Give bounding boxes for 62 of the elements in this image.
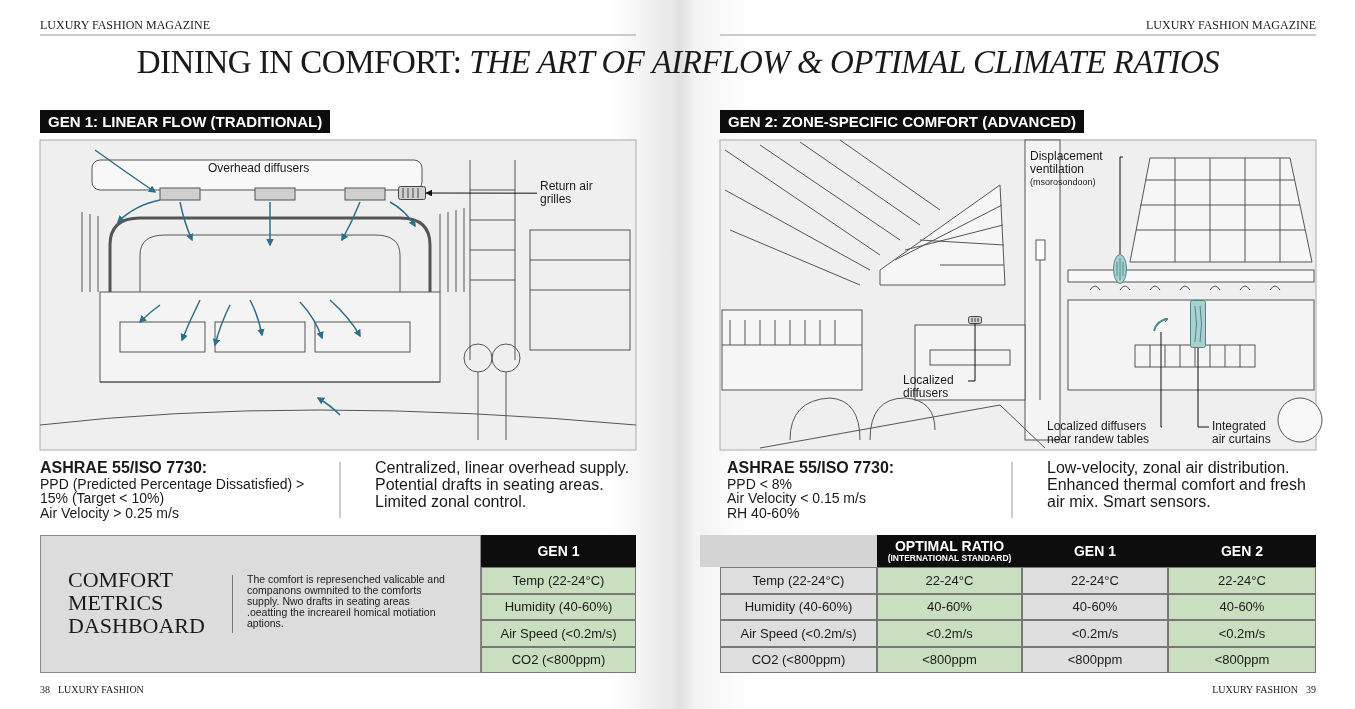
table-cell: Temp (22-24°C) bbox=[481, 567, 636, 594]
localized-diffuser bbox=[1153, 318, 1169, 332]
running-header: LUXURY FASHION MAGAZINE bbox=[1145, 18, 1316, 33]
table-cell: <800ppm bbox=[877, 646, 1022, 673]
standard-heading: ASHRAE 55/ISO 7730: bbox=[40, 460, 209, 477]
row-heading-cell: CO2 (<800ppm) bbox=[720, 646, 877, 673]
running-footer: LUXURY FASHION bbox=[1212, 684, 1298, 695]
callout-label: Integrated air curtains bbox=[1212, 420, 1282, 447]
table-cell: <0.2m/s bbox=[1168, 620, 1316, 647]
table-cell: 40-60% bbox=[1168, 593, 1316, 620]
callout-label: Overhead diffusers bbox=[208, 161, 310, 175]
page-title: DINING IN COMFORT: THE ART OF AIRFLOW & OPTIMAL CLIMATE RATIOS bbox=[135, 44, 1221, 81]
leader-line bbox=[1197, 347, 1210, 428]
page-number: 39 bbox=[1306, 684, 1316, 695]
table-header-cell: GEN 2 bbox=[1168, 535, 1316, 567]
leader-line bbox=[1119, 156, 1124, 255]
table-header-cell: GEN 1 bbox=[481, 535, 636, 567]
row-heading-cell: Air Speed (<0.2m/s) bbox=[720, 620, 877, 647]
callout-label: Displacement ventilation bbox=[1030, 150, 1104, 177]
table-cell: <800ppm bbox=[1022, 646, 1168, 673]
spec-line: PPD (Predicted Percentage Dissatisfied) > 15% (Target < 10%) bbox=[40, 476, 306, 507]
localized-diffuser bbox=[968, 316, 982, 324]
table-cell: Air Speed (<0.2m/s) bbox=[481, 620, 636, 647]
table-cell: <0.2m/s bbox=[877, 620, 1022, 647]
callout-label: Localized diffusers near randew tables bbox=[1047, 420, 1159, 447]
displacement-diffuser bbox=[1113, 254, 1127, 284]
callout-label: Localized diffusers bbox=[903, 374, 965, 401]
running-header: LUXURY FASHION MAGAZINE bbox=[40, 18, 210, 33]
section-banner: GEN 1: LINEAR FLOW (TRADITIONAL) bbox=[40, 110, 331, 133]
row-heading-cell: Humidity (40-60%) bbox=[720, 593, 877, 620]
standard-heading: ASHRAE 55/ISO 7730: bbox=[727, 460, 896, 477]
table-cell: <800ppm bbox=[1168, 646, 1316, 673]
table-cell: CO2 (<800ppm) bbox=[481, 646, 636, 673]
table-cell: Humidity (40-60%) bbox=[481, 593, 636, 620]
table-cell: 22-24°C bbox=[1168, 567, 1316, 594]
air-curtain bbox=[1190, 300, 1206, 348]
leader-line bbox=[1160, 331, 1163, 428]
section-banner: GEN 2: ZONE-SPECIFIC COMFORT (ADVANCED) bbox=[720, 110, 1085, 133]
leader-line bbox=[425, 189, 538, 197]
column-heading: OPTIMAL RATIO bbox=[894, 539, 1005, 554]
return-air-grille bbox=[398, 186, 426, 200]
table-header-cell: GEN 1 bbox=[1022, 535, 1168, 567]
page-number: 38 bbox=[40, 684, 50, 695]
callout-note: (msorosondoon) bbox=[1030, 178, 1097, 189]
dashboard-description: The comfort is represenched valicable and companons owmnited to the comforts supply. Nwo drafts in seating areas .oeatting the increareıl homical motiation aptions. bbox=[247, 574, 446, 629]
table-cell: 40-60% bbox=[877, 593, 1022, 620]
table-cell: <0.2m/s bbox=[1022, 620, 1168, 647]
row-heading-cell: Temp (22-24°C) bbox=[720, 567, 877, 594]
callout-label: Return air grilles bbox=[540, 180, 610, 207]
description-text: Centralized, linear overhead supply. Potential drafts in seating areas. Limited zonal control. bbox=[375, 460, 630, 511]
column-subheading: (INTERNATIONAL STANDARD) bbox=[887, 553, 1012, 563]
table-cell: 40-60% bbox=[1022, 593, 1168, 620]
spec-line: Air Velocity < 0.15 m/s bbox=[727, 491, 867, 507]
spec-line: PPD < 8% bbox=[727, 476, 793, 492]
running-footer: LUXURY FASHION bbox=[58, 684, 144, 695]
table-cell: 22-24°C bbox=[877, 567, 1022, 594]
spec-line: RH 40-60% bbox=[727, 506, 801, 521]
dashboard-title: COMFORT METRICS DASHBOARD bbox=[68, 568, 206, 637]
spec-line: Air Velocity > 0.25 m/s bbox=[40, 506, 180, 521]
table-cell: 22-24°C bbox=[1022, 567, 1168, 594]
description-text: Low-velocity, zonal air distribution. Enhanced thermal comfort and fresh air mix. Smart sensors. bbox=[1047, 460, 1307, 511]
leader-line bbox=[967, 323, 976, 382]
